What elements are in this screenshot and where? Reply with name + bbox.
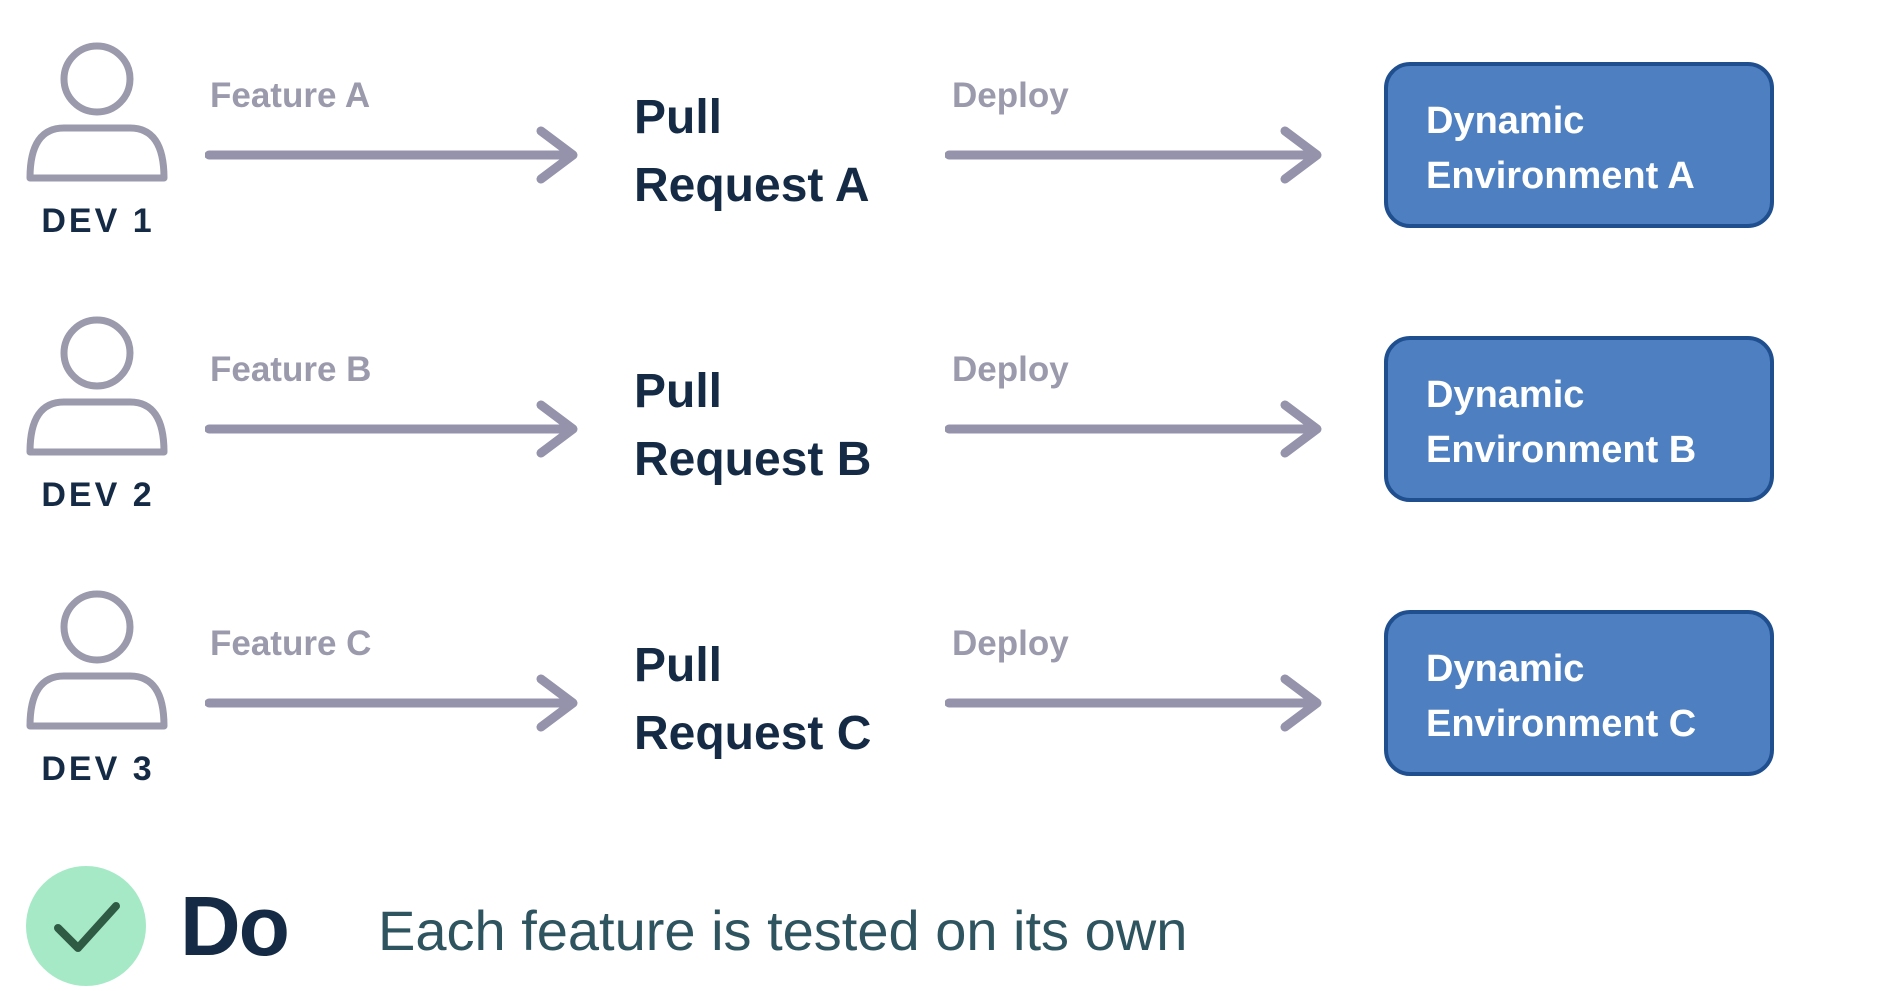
pull-request-label: Pull Request B [634,358,871,494]
pull-request-label: Pull Request C [634,632,871,768]
flow-row-dev-3: DEV 3 Feature C Pull Request C Deploy Dy… [0,588,1902,828]
person-icon [26,590,168,730]
pull-request-line-2: Request B [634,433,872,486]
flow-row-dev-2: DEV 2 Feature B Pull Request B Deploy Dy… [0,314,1902,554]
dev-label: DEV 3 [41,750,155,788]
feature-label: Feature A [210,76,371,115]
dev-label: DEV 1 [41,202,155,240]
environment-line-1: Dynamic [1426,648,1585,690]
do-title: Do [180,879,290,973]
pull-request-label: Pull Request A [634,84,870,220]
arrow-right-icon [945,400,1322,458]
arrow-right-icon [945,126,1322,184]
feature-label: Feature C [210,624,372,663]
environment-line-2: Environment B [1426,429,1697,471]
pull-request-line-1: Pull [634,91,723,144]
do-check-badge [26,866,146,986]
environment-line-1: Dynamic [1426,374,1585,416]
arrow-right-icon [205,674,578,732]
environment-line-1: Dynamic [1426,100,1585,142]
deploy-label: Deploy [952,76,1069,115]
deploy-label: Deploy [952,624,1069,663]
pull-request-line-2: Request A [634,159,870,212]
checkmark-icon [54,902,120,952]
pull-request-line-1: Pull [634,365,723,418]
dev-label: DEV 2 [41,476,155,514]
environment-line-2: Environment A [1426,155,1695,197]
dynamic-environment-box: Dynamic Environment A [1384,62,1774,228]
person-icon [26,42,168,182]
arrow-right-icon [945,674,1322,732]
person-icon [26,316,168,456]
dynamic-environment-box: Dynamic Environment C [1384,610,1774,776]
pull-request-line-1: Pull [634,639,723,692]
dynamic-environment-box: Dynamic Environment B [1384,336,1774,502]
feature-label: Feature B [210,350,372,389]
arrow-right-icon [205,126,578,184]
flow-row-dev-1: DEV 1 Feature A Pull Request A Deploy Dy… [0,40,1902,280]
deploy-label: Deploy [952,350,1069,389]
pull-request-line-2: Request C [634,707,872,760]
arrow-right-icon [205,400,578,458]
environment-line-2: Environment C [1426,703,1697,745]
do-caption: Each feature is tested on its own [378,899,1188,962]
